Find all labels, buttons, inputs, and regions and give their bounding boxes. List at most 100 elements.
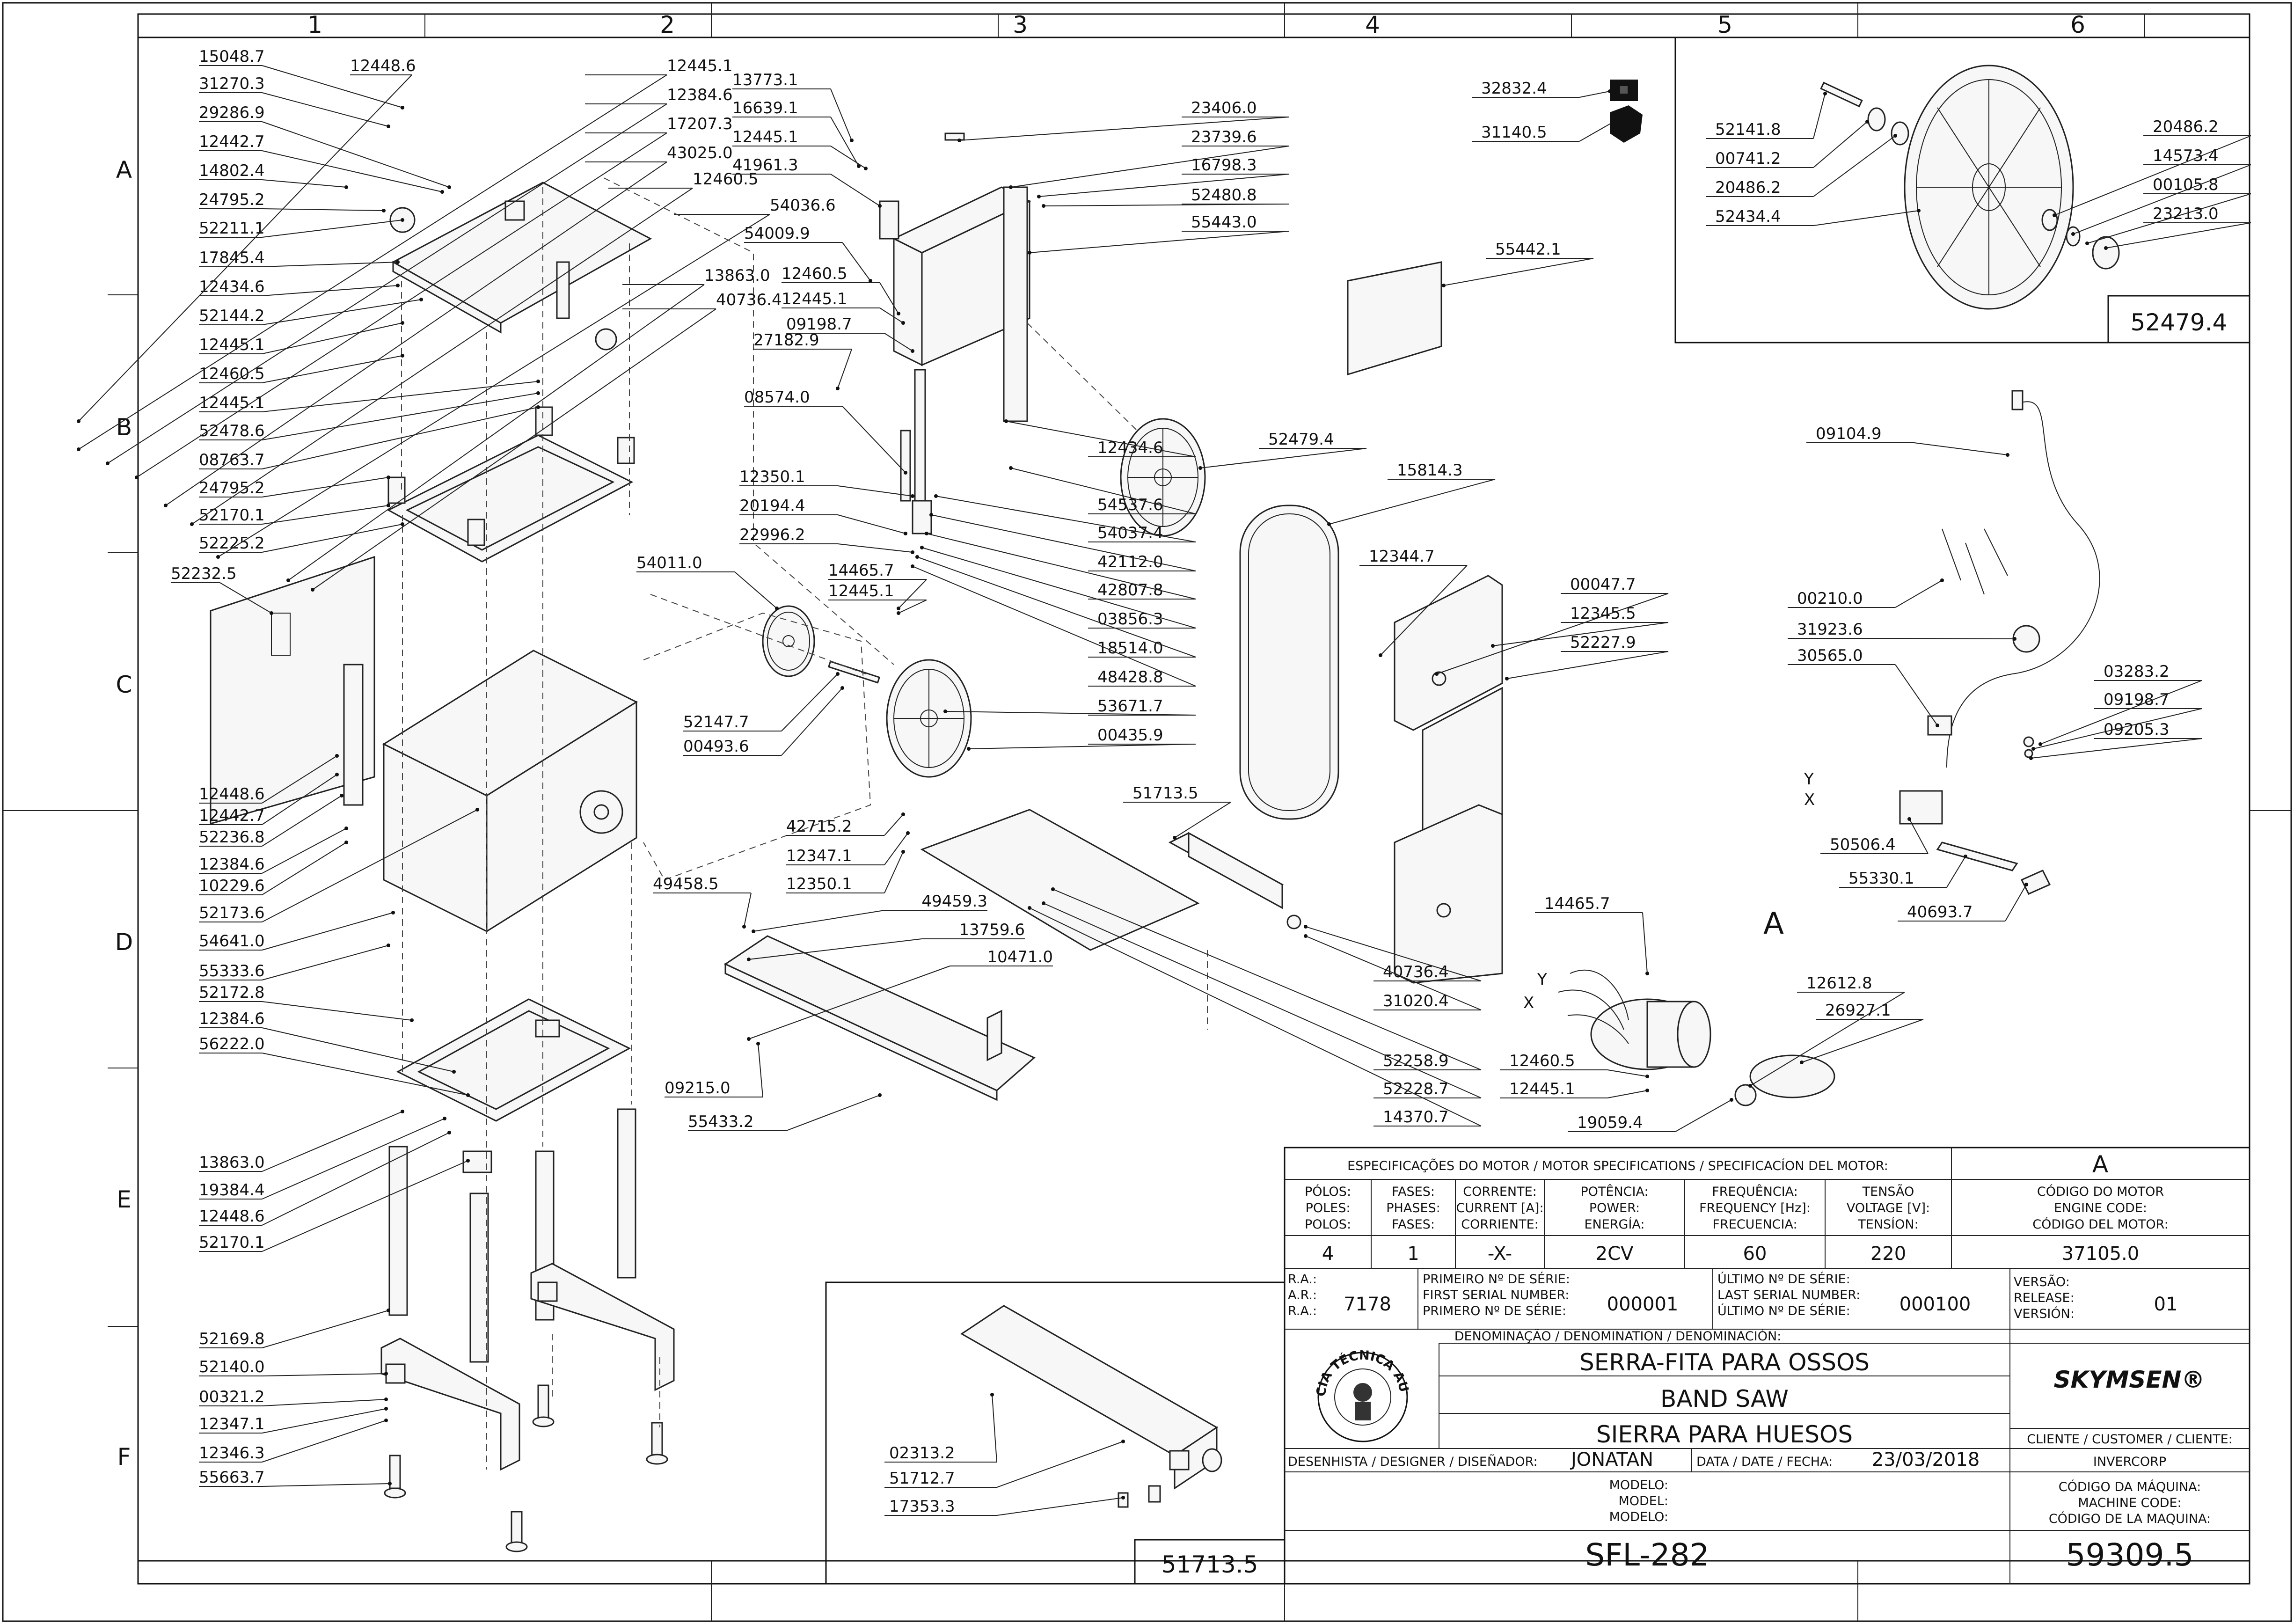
part-number-label: 12347.1 bbox=[786, 847, 852, 865]
part-callout: 40736.4 bbox=[311, 291, 782, 592]
title-block-text: ÚLTIMO Nº DE SÉRIE: bbox=[1717, 1303, 1850, 1318]
part-callout: 54011.0 bbox=[636, 554, 779, 610]
part-number-label: 14465.7 bbox=[828, 561, 894, 580]
part-number-label: 00047.7 bbox=[1570, 575, 1636, 594]
svg-text:1: 1 bbox=[307, 11, 322, 38]
column-labels: 1 2 3 4 5 6 bbox=[307, 11, 2085, 38]
part-callout: 15814.3 bbox=[1327, 461, 1496, 526]
part-callout: 52227.9 bbox=[1505, 633, 1669, 680]
part-number-label: 24795.2 bbox=[199, 479, 265, 497]
part-callout: 52140.0 bbox=[199, 1358, 388, 1376]
part-number-label: 12445.1 bbox=[782, 290, 847, 308]
motor-detail-ref: A bbox=[2092, 1151, 2108, 1178]
part-callout: 52228.7 bbox=[1042, 901, 1482, 1098]
motor-spec-label: FASES: bbox=[1392, 1185, 1435, 1199]
product-name-pt: SERRA-FITA PARA OSSOS bbox=[1579, 1349, 1870, 1376]
part-callout: 52173.6 bbox=[199, 808, 479, 922]
switch-32832 bbox=[1610, 80, 1643, 143]
motor-spec-label: CORRENTE: bbox=[1463, 1185, 1537, 1199]
part-number-label: 15048.7 bbox=[199, 47, 265, 66]
part-number-label: 12448.6 bbox=[199, 1207, 265, 1226]
motor-spec-label: POWER: bbox=[1589, 1201, 1640, 1215]
wire-tag: Y bbox=[1537, 970, 1547, 989]
svg-text:6: 6 bbox=[2070, 11, 2085, 38]
part-callout: 56222.0 bbox=[199, 1035, 470, 1097]
part-number-label: 17207.3 bbox=[667, 115, 733, 133]
part-number-label: 13863.0 bbox=[704, 266, 770, 285]
cabinet-side-panel bbox=[210, 556, 375, 825]
part-callout: 55442.1 bbox=[1442, 240, 1594, 287]
part-callout: 51712.7 bbox=[884, 1440, 1125, 1488]
part-number-label: 55330.1 bbox=[1848, 869, 1914, 888]
part-callout: 12445.1 bbox=[828, 582, 927, 615]
table-inset-code: 51713.5 bbox=[1162, 1551, 1258, 1578]
part-number-label: 12384.6 bbox=[199, 855, 265, 874]
assembly-centerlines bbox=[401, 187, 660, 1470]
product-name-en: BAND SAW bbox=[1660, 1385, 1789, 1412]
part-number-label: 29286.9 bbox=[199, 103, 265, 122]
part-callout: 49459.3 bbox=[752, 892, 987, 933]
part-number-label: 52258.9 bbox=[1383, 1052, 1449, 1070]
wheel-inset-code: 52479.4 bbox=[2131, 309, 2228, 336]
part-callout: 52211.1 bbox=[199, 218, 404, 238]
part-callout: 52236.8 bbox=[199, 794, 343, 847]
motor-spec-value: 4 bbox=[1322, 1243, 1334, 1265]
title-block-text: DESENHISTA / DESIGNER / DISEÑADOR: bbox=[1288, 1454, 1538, 1469]
part-number-label: 14465.7 bbox=[1544, 894, 1610, 913]
title-block-text: CÓDIGO DA MÁQUINA: bbox=[2059, 1479, 2201, 1494]
part-callout: 10229.6 bbox=[199, 841, 348, 895]
motor-spec-value: 60 bbox=[1743, 1243, 1767, 1265]
motor-spec-label: POLES: bbox=[1306, 1201, 1351, 1215]
part-callout: 43025.0 bbox=[164, 144, 733, 507]
upper-wheel-52479 bbox=[1120, 418, 1206, 537]
part-callout: 12612.8 bbox=[1748, 974, 1905, 1088]
part-number-label: 52141.8 bbox=[1715, 120, 1781, 139]
part-callout: 52478.6 bbox=[199, 391, 540, 440]
part-number-label: 16639.1 bbox=[732, 99, 798, 117]
part-callout: 55663.7 bbox=[199, 1468, 392, 1487]
part-number-label: 12350.1 bbox=[739, 468, 805, 486]
part-number-label: 52147.7 bbox=[683, 713, 749, 732]
part-number-label: 13773.1 bbox=[732, 71, 798, 89]
part-number-label: 12434.6 bbox=[199, 278, 265, 296]
title-block-text: MODEL: bbox=[1618, 1494, 1668, 1508]
part-number-label: 40736.4 bbox=[1383, 963, 1449, 981]
part-callout: 12347.1 bbox=[199, 1407, 388, 1434]
part-callout: 41961.3 bbox=[732, 156, 882, 208]
title-block-text: MODELO: bbox=[1609, 1478, 1668, 1492]
part-callout: 12434.6 bbox=[199, 278, 400, 296]
part-callout: 12460.5 bbox=[1500, 1052, 1649, 1078]
part-number-label: 12448.6 bbox=[350, 57, 416, 75]
part-number-label: 12460.5 bbox=[782, 264, 847, 283]
part-number-label: 42807.8 bbox=[1097, 581, 1163, 600]
part-number-label: 27182.9 bbox=[753, 331, 819, 350]
part-number-label: 10229.6 bbox=[199, 877, 265, 895]
part-callout: 52141.8 bbox=[1706, 92, 1827, 139]
part-number-label: 00210.0 bbox=[1797, 589, 1863, 608]
part-number-label: 19384.4 bbox=[199, 1181, 265, 1200]
part-callout: 42112.0 bbox=[929, 513, 1196, 571]
wheel-inset-frame bbox=[1674, 37, 2250, 344]
part-callout: 12344.7 bbox=[1359, 547, 1468, 657]
part-number-label: 42715.2 bbox=[786, 817, 852, 836]
part-number-label: 12346.3 bbox=[199, 1444, 265, 1463]
part-number-label: 52170.1 bbox=[199, 506, 265, 525]
part-number-label: 24795.2 bbox=[199, 190, 265, 209]
part-number-label: 53671.7 bbox=[1097, 697, 1163, 716]
col3-centerlines bbox=[603, 177, 1208, 1030]
leveling-feet bbox=[384, 1384, 668, 1552]
part-callout: 55433.2 bbox=[688, 1093, 882, 1131]
part-callout: 18514.0 bbox=[915, 555, 1196, 658]
part-callout: 12448.6 bbox=[199, 754, 339, 804]
part-number-label: 13863.0 bbox=[199, 1153, 265, 1172]
title-block-text: PRIMEIRO Nº DE SÉRIE: bbox=[1423, 1272, 1570, 1287]
part-number-label: 51712.7 bbox=[889, 1469, 955, 1488]
fence-51713 bbox=[1168, 832, 1301, 929]
date-value: 23/03/2018 bbox=[1872, 1449, 1980, 1470]
part-number-label: 41961.3 bbox=[732, 156, 798, 175]
title-block-text: R.A.: bbox=[1288, 1304, 1317, 1318]
title-block-text: ÚLTIMO Nº DE SÉRIE: bbox=[1717, 1272, 1850, 1287]
part-callout: 52172.8 bbox=[199, 983, 414, 1022]
part-number-label: 20194.4 bbox=[739, 497, 805, 515]
